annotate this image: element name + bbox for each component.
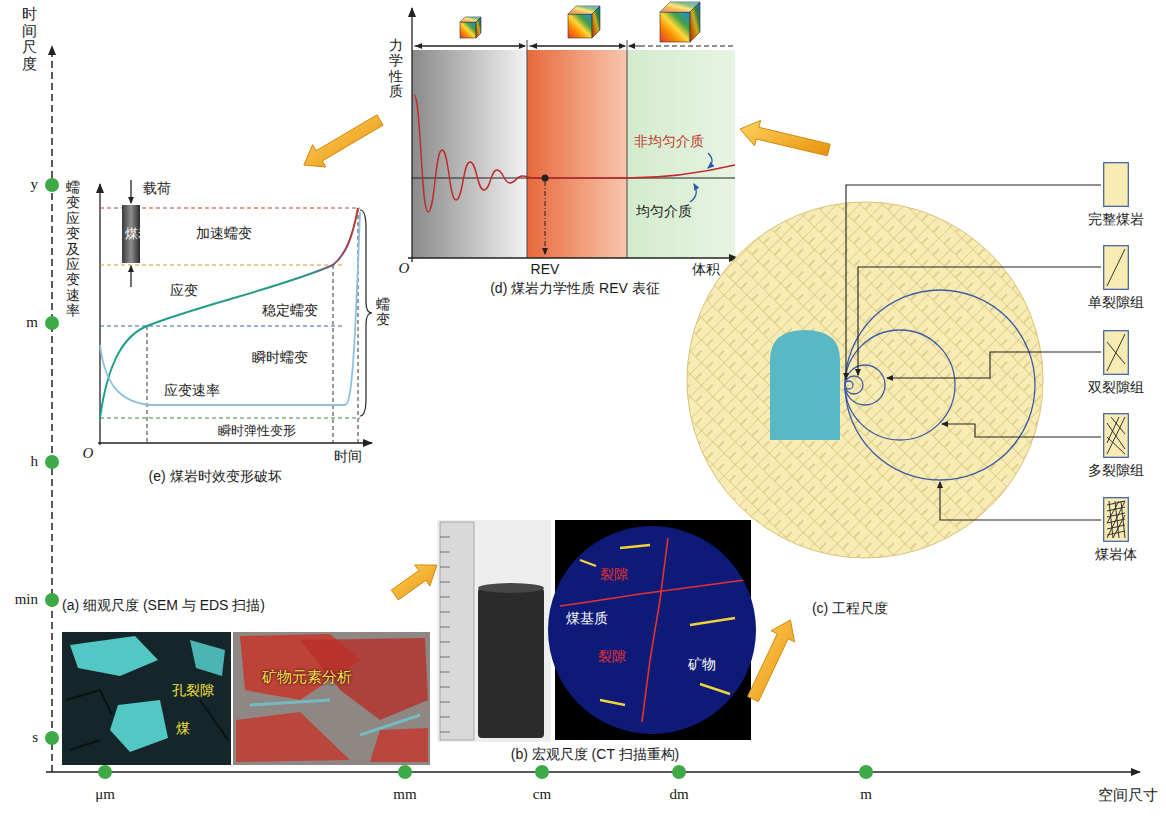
pattern-box [1103,497,1129,542]
origin-label: O [83,445,94,462]
image-annotation: 裂隙 [600,566,628,582]
rock-class-box: 煤岩体 [1093,497,1139,563]
curve-label: 应变速率 [164,382,220,398]
load-label: 载荷 [143,180,171,196]
image-annotation: 煤基质 [566,610,608,626]
axis-label: REV [531,261,560,277]
scale-panel: (a) 细观尺度 (SEM 与 EDS 扫描) [60,595,432,767]
tick-label: m [860,786,872,803]
coal-sample: 煤岩 [122,205,140,263]
rock-class-box: 单裂隙组 [1086,245,1146,311]
image-annotation: 孔裂隙 [172,682,214,698]
axis-title: 时间尺度 [22,6,37,72]
tick-label: y [31,176,39,193]
flow-arrow [740,121,830,156]
rock-class-box: 多裂隙组 [1086,413,1146,479]
class-label: 多裂隙组 [1088,462,1144,478]
image-annotation: 煤 [176,720,190,736]
tick-label: μm [95,786,115,803]
origin-label: O [399,260,410,277]
class-label: 双裂隙组 [1088,379,1144,395]
rock-class-box: 完整煤岩 [1086,162,1146,228]
axis-label: 时间 [334,448,362,464]
brace-label: 蠕变 [376,297,390,328]
image-annotation: 矿物 [688,656,716,672]
stage-label: 加速蠕变 [196,225,252,241]
flow-arrow [748,620,795,702]
sample-label: 煤岩 [125,227,138,242]
panel-caption: (b) 宏观尺度 (CT 扫描重构) [511,746,680,762]
tick-label: min [15,591,38,608]
pattern-box [1103,413,1129,458]
axis-label: 力学性质 [389,38,403,100]
rock-class-box: 双裂隙组 [1086,330,1146,396]
scale-panel: (b) 宏观尺度 (CT 扫描重构) [437,518,753,766]
class-label: 单裂隙组 [1088,294,1144,310]
panel-caption: (c) 工程尺度 [812,600,888,616]
scale-panel: (c) 工程尺度 完整煤岩单裂隙组双裂隙组多裂隙组煤岩体 [680,150,1160,620]
scale-panel: (e) 煤岩时效变形破坏 煤岩 [60,165,385,487]
flow-arrow [304,115,383,167]
scale-panel: (d) 煤岩力学性质 REV 表征 [380,0,740,300]
pattern-box [1103,245,1129,290]
curve-label: 均匀介质 [636,203,692,219]
tick-label: cm [533,786,551,803]
tick-label: s [32,729,38,746]
axis-label: 蠕变应变及应变速率 [66,180,80,319]
stage-label: 瞬时蠕变 [252,349,308,365]
tick-label: h [31,453,39,470]
panel-caption: (d) 煤岩力学性质 REV 表征 [490,280,660,296]
pattern-box [1103,162,1129,207]
pattern-box [1103,330,1129,375]
class-label: 煤岩体 [1095,546,1137,562]
axis-label: 体积 [692,261,720,277]
tick-label: m [26,314,38,331]
panel-caption: (a) 细观尺度 (SEM 与 EDS 扫描) [62,597,265,613]
panel-caption: (e) 煤岩时效变形破坏 [149,468,282,484]
axis-title: 空间尺寸 [1098,786,1158,803]
curve-label: 应变 [170,282,198,298]
image-annotation: 裂隙 [598,648,626,664]
stage-label: 稳定蠕变 [262,302,318,318]
tick-label: mm [393,786,416,803]
stage-label: 瞬时弹性变形 [218,424,296,439]
flow-arrow [391,565,437,600]
tick-label: dm [669,786,688,803]
image-annotation: 矿物元素分析 [262,668,352,685]
class-label: 完整煤岩 [1088,211,1144,227]
curve-label: 非均匀介质 [634,133,704,149]
